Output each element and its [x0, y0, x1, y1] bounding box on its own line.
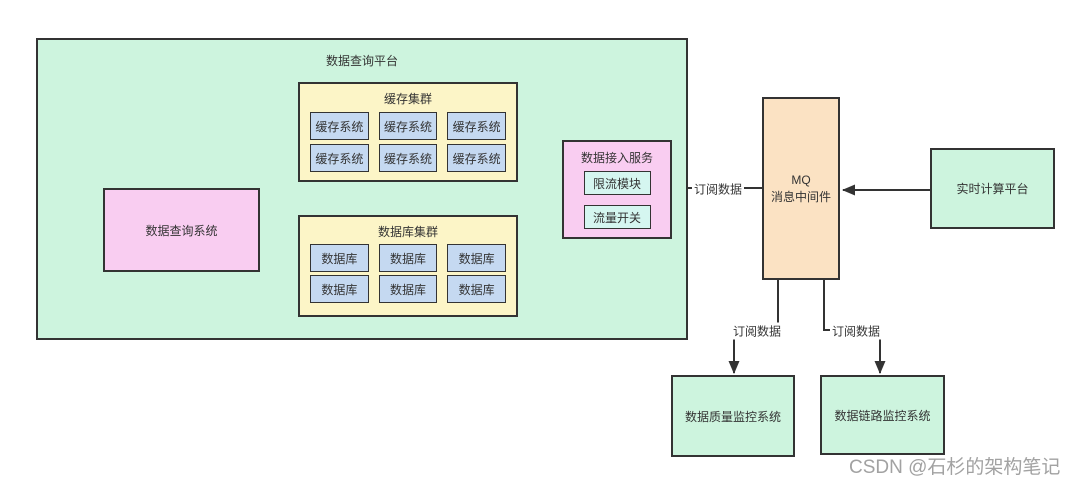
- cache-node-row: 缓存系统 缓存系统 缓存系统: [300, 144, 516, 172]
- query-system-label: 数据查询系统: [145, 223, 218, 238]
- query-system-box: 数据查询系统: [103, 188, 260, 272]
- database-node: 数据库: [447, 275, 507, 303]
- database-node: 数据库: [378, 275, 438, 303]
- csdn-watermark: CSDN @石杉的架构笔记: [849, 457, 1061, 478]
- cache-node-row: 缓存系统 缓存系统 缓存系统: [300, 112, 516, 140]
- cache-system-node: 缓存系统: [378, 144, 438, 172]
- rate-limit-module-box: 限流模块: [583, 171, 651, 195]
- realtime-platform-label: 实时计算平台: [956, 182, 1029, 196]
- cache-system-node: 缓存系统: [447, 112, 507, 140]
- db-node-row: 数据库 数据库 数据库: [300, 244, 516, 272]
- db-node-row: 数据库 数据库 数据库: [300, 275, 516, 303]
- subscribe-data-label-mq-to-access: 订阅数据: [691, 180, 745, 198]
- database-node: 数据库: [310, 275, 369, 303]
- platform-title: 数据查询平台: [325, 54, 398, 68]
- link-monitor-label: 数据链路监控系统: [834, 408, 931, 423]
- cache-cluster-title: 缓存集群: [383, 92, 432, 106]
- data-quality-monitor-box: 数据质量监控系统: [671, 375, 795, 457]
- cache-system-node: 缓存系统: [378, 112, 438, 140]
- realtime-computing-platform-box: 实时计算平台: [930, 148, 1055, 229]
- mq-middleware-box: MQ 消息中间件: [762, 97, 840, 280]
- subscribe-data-label-mq-to-quality: 订阅数据: [730, 322, 784, 340]
- db-cluster-box: 数据库集群 数据库 数据库 数据库 数据库 数据库 数据库: [298, 215, 518, 317]
- mq-title-line2: 消息中间件: [770, 189, 831, 204]
- mq-title-line1: MQ: [791, 172, 811, 187]
- database-node: 数据库: [447, 244, 507, 272]
- quality-monitor-label: 数据质量监控系统: [684, 409, 781, 424]
- db-cluster-title: 数据库集群: [377, 225, 438, 239]
- access-service-title: 数据接入服务: [580, 151, 653, 165]
- traffic-switch-box: 流量开关: [583, 205, 651, 229]
- cache-system-node: 缓存系统: [447, 144, 507, 172]
- cache-system-node: 缓存系统: [310, 144, 369, 172]
- data-access-service-box: 数据接入服务 限流模块 流量开关: [562, 140, 672, 239]
- database-node: 数据库: [378, 244, 438, 272]
- data-query-platform-box: 数据查询平台 数据查询系统 缓存集群 缓存系统 缓存系统 缓存系统 缓存系统 缓…: [36, 38, 688, 340]
- cache-system-node: 缓存系统: [310, 112, 369, 140]
- cache-cluster-box: 缓存集群 缓存系统 缓存系统 缓存系统 缓存系统 缓存系统 缓存系统: [298, 82, 518, 182]
- subscribe-data-label-mq-to-link: 订阅数据: [829, 322, 883, 340]
- data-link-monitor-box: 数据链路监控系统: [820, 375, 945, 455]
- database-node: 数据库: [310, 244, 369, 272]
